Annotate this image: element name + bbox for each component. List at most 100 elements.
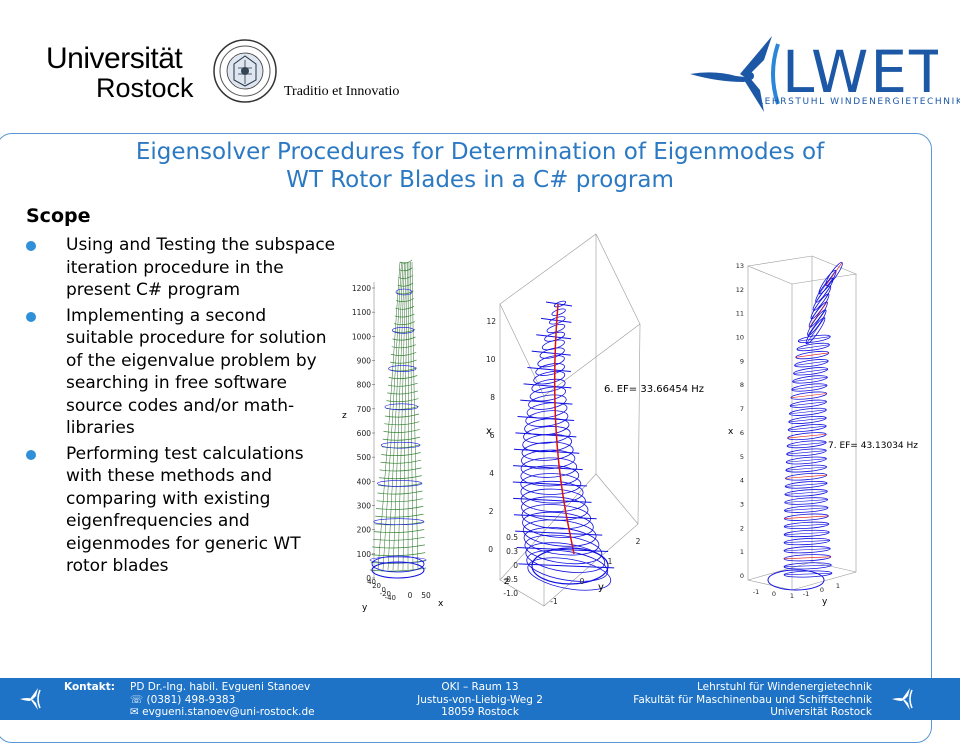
mode-ring [520,488,586,513]
mesh-longitudinal [377,261,401,571]
z-tick-label: 0.3 [506,547,518,556]
mode-chord [795,352,829,358]
wind-turbine-icon [20,688,41,710]
plot-box [499,233,641,607]
mode-ellipse [788,415,827,424]
bullet-icon [26,241,36,251]
z-tick-label: 0 [366,574,371,583]
university-seal-icon [213,39,277,103]
z-axis-label: z [504,576,509,587]
mode-chord [798,336,831,342]
mode-chord [791,385,828,390]
z-tick-label: -1.0 [503,589,518,598]
slide-title: Eigensolver Procedures for Determination… [0,138,960,194]
y-tick-label: 0 [580,577,585,586]
mode-rings [512,300,615,591]
mode-ellipse [784,489,828,497]
x-tick-label: 13 [736,262,744,270]
mode-ellipse [783,537,831,546]
z-tick-label: 1 [790,592,794,600]
street: Justus-von-Liebig-Weg 2 [417,693,543,706]
eigenfrequency-annotation: 6. EF= 33.66454 Hz [604,384,704,395]
x-tick-label: 4 [740,477,744,485]
university-motto: Traditio et Innovatio [284,84,400,99]
x-tick-label: 12 [736,286,744,294]
mode-chord [783,548,831,552]
mode-ring [541,339,565,351]
z-tick-label: -1 [753,588,759,596]
wind-turbine-icon [892,688,913,710]
room: OKI – Raum 13 [441,681,519,693]
y-tick-label: 20 [372,582,381,590]
mesh-section [369,567,427,572]
z-tick-label: 500 [357,453,372,462]
chair: Lehrstuhl für Windenergietechnik [696,681,872,693]
mode-chord [785,466,827,471]
list-item: Using and Testing the subspace iteration… [26,234,338,302]
mode-ring [520,457,578,478]
x-tick-label: 2 [489,507,494,516]
mode-chord [786,450,827,455]
lwet-logo-icon: LWET [690,36,938,112]
mode-ring [528,394,567,410]
institution-block: Lehrstuhl für Windenergietechnik Fakultä… [560,681,872,719]
mode-chord [785,482,828,487]
mode-chord [787,433,827,439]
scope-item-text: Using and Testing the subspace iteration… [66,235,336,300]
mode-chord [825,262,843,286]
x-tick-label: 10 [486,355,496,364]
title-line-2: WT Rotor Blades in a C# program [286,167,674,193]
contact-email[interactable]: ✉ evgueni.stanoev@uni-rostock.de [130,706,315,718]
x-tick-label: 0 [740,572,744,580]
z-tick-label: 400 [357,477,372,486]
y-tick-label: -1 [550,597,558,606]
z-tick-label: 0 [772,590,776,598]
x-tick-label: 12 [486,317,496,326]
mode-ring [531,378,566,393]
mode-ring [526,402,568,419]
lwet-subtitle: LEHRSTUHL WINDENERGIETECHNIK [758,97,960,107]
mesh-longitudinal [407,261,410,571]
y-tick-label: 0 [820,586,824,594]
x-tick-label: 8 [490,393,495,402]
x-tick-label: 6 [740,429,744,437]
mesh-longitudinal [411,261,419,571]
plot-box [746,255,858,591]
mode-ring [535,363,565,376]
mode-chord [785,474,827,479]
y-tick-label: -40 [385,594,396,602]
root-ring [767,569,825,591]
scope-item-text: Implementing a second suitable procedure… [66,305,327,439]
footer-bar: Kontakt: PD Dr.-Ing. habil. Evgueni Stan… [0,678,960,720]
y-tick-label: 1 [836,582,840,590]
mode-chord [790,393,827,399]
faculty: Fakultät für Maschinenbau und Schiffstec… [633,693,872,706]
y-axis-label: y [598,582,604,593]
y-tick-label: -1 [803,590,809,598]
mode-ring [521,449,576,470]
x-tick-label: 6 [490,431,495,440]
x-axis-label: x [438,599,444,609]
contact-phone: ☏ (0381) 498-9383 [130,693,236,706]
section-ring [388,365,417,372]
x-tick-label: 1 [740,548,744,556]
y-axis-ticks: -1 0 1 [803,582,840,598]
mode-ring [529,386,567,402]
lwet-logo-text: LWET [782,38,938,106]
scope-item-text: Performing test calculations with these … [66,443,304,577]
root-ring [531,547,609,585]
z-tick-label: 200 [357,526,372,535]
x-tick-label: 7 [740,405,744,413]
mode-ring [553,300,567,308]
mode-chord [796,344,830,350]
mode-chord [792,376,828,382]
mode-chord [784,572,832,576]
root-ring [371,561,425,579]
bullet-icon [26,449,36,460]
mode-chord [788,417,827,423]
root-ring [371,555,425,573]
